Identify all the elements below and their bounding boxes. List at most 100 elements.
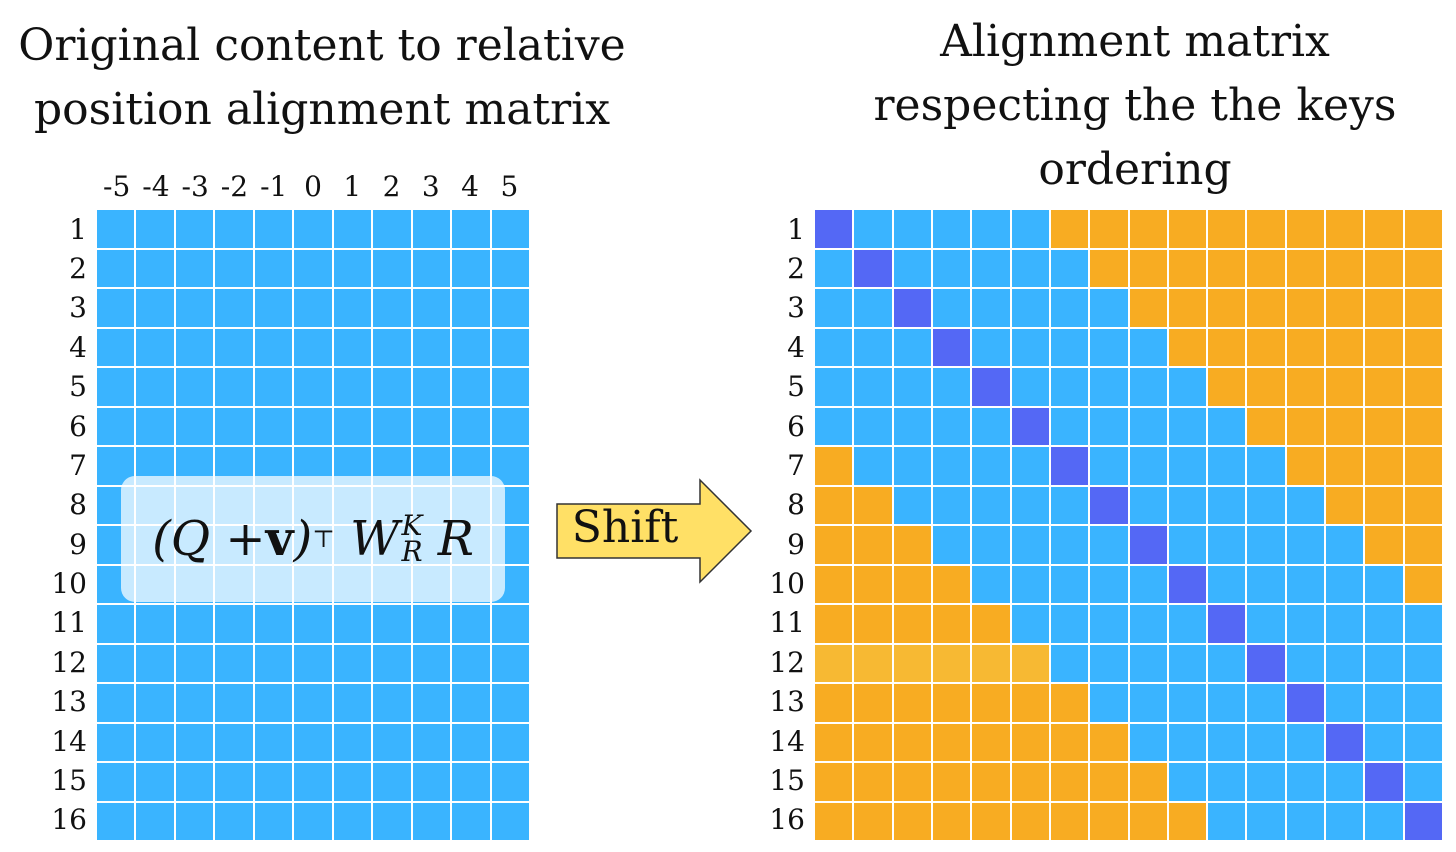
left-matrix-cell <box>412 605 451 643</box>
out-of-band-cell <box>854 802 892 840</box>
left-matrix-cell <box>333 802 372 840</box>
out-of-band-cell <box>1286 328 1325 366</box>
out-of-band-cell <box>1404 565 1442 603</box>
in-band-cell <box>1090 526 1128 564</box>
left-matrix-cell <box>175 407 214 445</box>
left-matrix-cell <box>136 210 174 248</box>
in-band-cell <box>1404 605 1442 643</box>
left-matrix-cell <box>491 249 529 287</box>
left-matrix-cell <box>294 289 332 327</box>
in-band-cell <box>1090 447 1128 485</box>
in-band-cell <box>1129 447 1167 485</box>
out-of-band-cell <box>854 644 892 682</box>
in-band-cell <box>1168 407 1207 445</box>
left-matrix-cell <box>333 249 372 287</box>
out-of-band-cell <box>1208 368 1246 406</box>
in-band-cell <box>893 210 931 248</box>
left-matrix-cell <box>373 684 411 722</box>
left-row-label: 9 <box>69 527 87 561</box>
out-of-band-cell <box>1326 447 1364 485</box>
left-matrix-cell <box>333 210 372 248</box>
formula-r: R <box>437 511 474 567</box>
out-of-band-cell <box>854 565 892 603</box>
out-of-band-cell <box>932 763 971 801</box>
left-matrix-cell <box>452 249 490 287</box>
left-title-line-1: Original content to relative <box>18 20 626 71</box>
left-matrix-cell <box>373 802 411 840</box>
in-band-cell <box>1404 763 1442 801</box>
left-matrix-cell <box>294 763 332 801</box>
in-band-cell <box>1011 447 1049 485</box>
in-band-cell <box>1129 486 1167 524</box>
out-of-band-cell <box>893 763 931 801</box>
left-matrix-cell <box>294 723 332 761</box>
out-of-band-cell <box>815 605 853 643</box>
out-of-band-cell <box>893 802 931 840</box>
out-of-band-cell <box>932 684 971 722</box>
in-band-cell <box>972 328 1010 366</box>
in-band-cell <box>972 249 1010 287</box>
diagonal-cell <box>1208 605 1246 643</box>
left-matrix-cell <box>175 723 214 761</box>
left-matrix-cell <box>215 605 253 643</box>
left-matrix-cell <box>254 407 293 445</box>
left-matrix-cell <box>175 605 214 643</box>
out-of-band-cell <box>932 605 971 643</box>
in-band-cell <box>1208 802 1246 840</box>
left-matrix-cell <box>452 763 490 801</box>
left-matrix-cell <box>175 289 214 327</box>
in-band-cell <box>932 368 971 406</box>
left-matrix-cell <box>136 763 174 801</box>
right-row-label: 3 <box>787 291 805 325</box>
left-matrix-cell <box>452 368 490 406</box>
in-band-cell <box>1090 684 1128 722</box>
left-matrix-cell <box>412 407 451 445</box>
out-of-band-cell <box>1129 802 1167 840</box>
left-matrix-cell <box>412 210 451 248</box>
left-matrix-cell <box>136 644 174 682</box>
out-of-band-cell <box>815 447 853 485</box>
in-band-cell <box>1208 447 1246 485</box>
out-of-band-cell <box>1208 328 1246 366</box>
left-matrix-cell <box>254 605 293 643</box>
in-band-cell <box>1247 684 1285 722</box>
in-band-cell <box>815 407 853 445</box>
in-band-cell <box>1129 328 1167 366</box>
left-matrix-cell <box>136 723 174 761</box>
right-row-label: 4 <box>787 330 805 364</box>
in-band-cell <box>1286 644 1325 682</box>
left-matrix-cell <box>373 249 411 287</box>
out-of-band-cell <box>932 644 971 682</box>
in-band-cell <box>1168 447 1207 485</box>
left-matrix-cell <box>97 328 135 366</box>
out-of-band-cell <box>815 684 853 722</box>
in-band-cell <box>1090 407 1128 445</box>
left-matrix-cell <box>333 684 372 722</box>
left-row-label: 16 <box>51 803 87 837</box>
out-of-band-cell <box>854 605 892 643</box>
out-of-band-cell <box>1168 802 1207 840</box>
in-band-cell <box>1129 684 1167 722</box>
out-of-band-cell <box>1326 328 1364 366</box>
in-band-cell <box>972 210 1010 248</box>
left-matrix-cell <box>452 210 490 248</box>
in-band-cell <box>1011 526 1049 564</box>
out-of-band-cell <box>1050 210 1089 248</box>
left-matrix-cell <box>491 684 529 722</box>
in-band-cell <box>1208 763 1246 801</box>
left-matrix-cell <box>373 328 411 366</box>
left-matrix-cell <box>294 368 332 406</box>
left-row-label: 10 <box>51 567 87 601</box>
in-band-cell <box>854 210 892 248</box>
left-matrix-cell <box>215 684 253 722</box>
diagonal-cell <box>1404 802 1442 840</box>
formula-w-sup: K <box>401 509 423 542</box>
left-matrix-cell <box>254 684 293 722</box>
diagonal-cell <box>1011 407 1049 445</box>
in-band-cell <box>1326 763 1364 801</box>
out-of-band-cell <box>893 684 931 722</box>
left-matrix-cell <box>452 644 490 682</box>
right-row-label: 2 <box>787 252 805 286</box>
out-of-band-cell <box>1326 289 1364 327</box>
in-band-cell <box>1326 802 1364 840</box>
